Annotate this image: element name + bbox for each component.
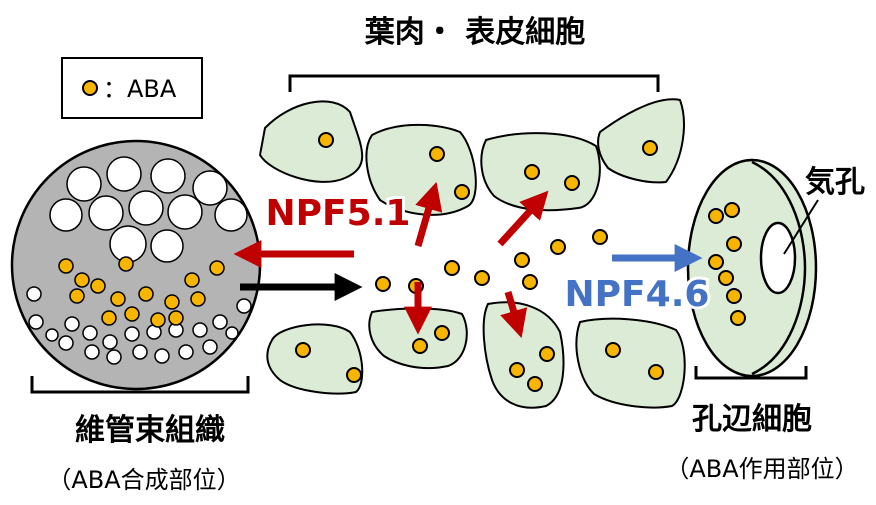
guard-sublabel: （ABA作用部位） <box>665 455 858 483</box>
mesophyll-bracket <box>288 74 660 92</box>
vascular-bracket <box>30 376 250 394</box>
vascular-tissue <box>10 139 262 391</box>
cell <box>597 98 685 184</box>
legend-label: ：ABA <box>103 75 177 103</box>
vascular-label: 維管束組織 <box>75 413 225 448</box>
guard-label: 孔辺細胞 <box>692 402 812 437</box>
guard-cells <box>686 158 818 378</box>
downward-arrow-2 <box>500 291 528 339</box>
aba-legend-dot <box>82 80 98 96</box>
cell <box>266 323 364 395</box>
mesophyll-label: 葉肉・ 表皮細胞 <box>364 15 585 50</box>
mesophyll-cells <box>258 98 686 409</box>
npf46-label: NPF4.6 <box>565 274 710 315</box>
stoma-label: 気孔 <box>805 165 865 200</box>
cell <box>365 123 477 216</box>
upward-arrow-2 <box>497 190 549 247</box>
arrows <box>233 181 703 339</box>
cell <box>480 132 601 212</box>
stoma-pointer <box>783 199 819 255</box>
legend: ：ABA <box>61 57 203 119</box>
cell <box>575 317 686 409</box>
upward-arrow-1 <box>414 181 443 247</box>
npf51-label: NPF5.1 <box>266 193 411 234</box>
cell <box>258 100 364 183</box>
vascular-sublabel: （ABA合成部位） <box>47 466 240 494</box>
guard-bracket <box>694 366 808 380</box>
